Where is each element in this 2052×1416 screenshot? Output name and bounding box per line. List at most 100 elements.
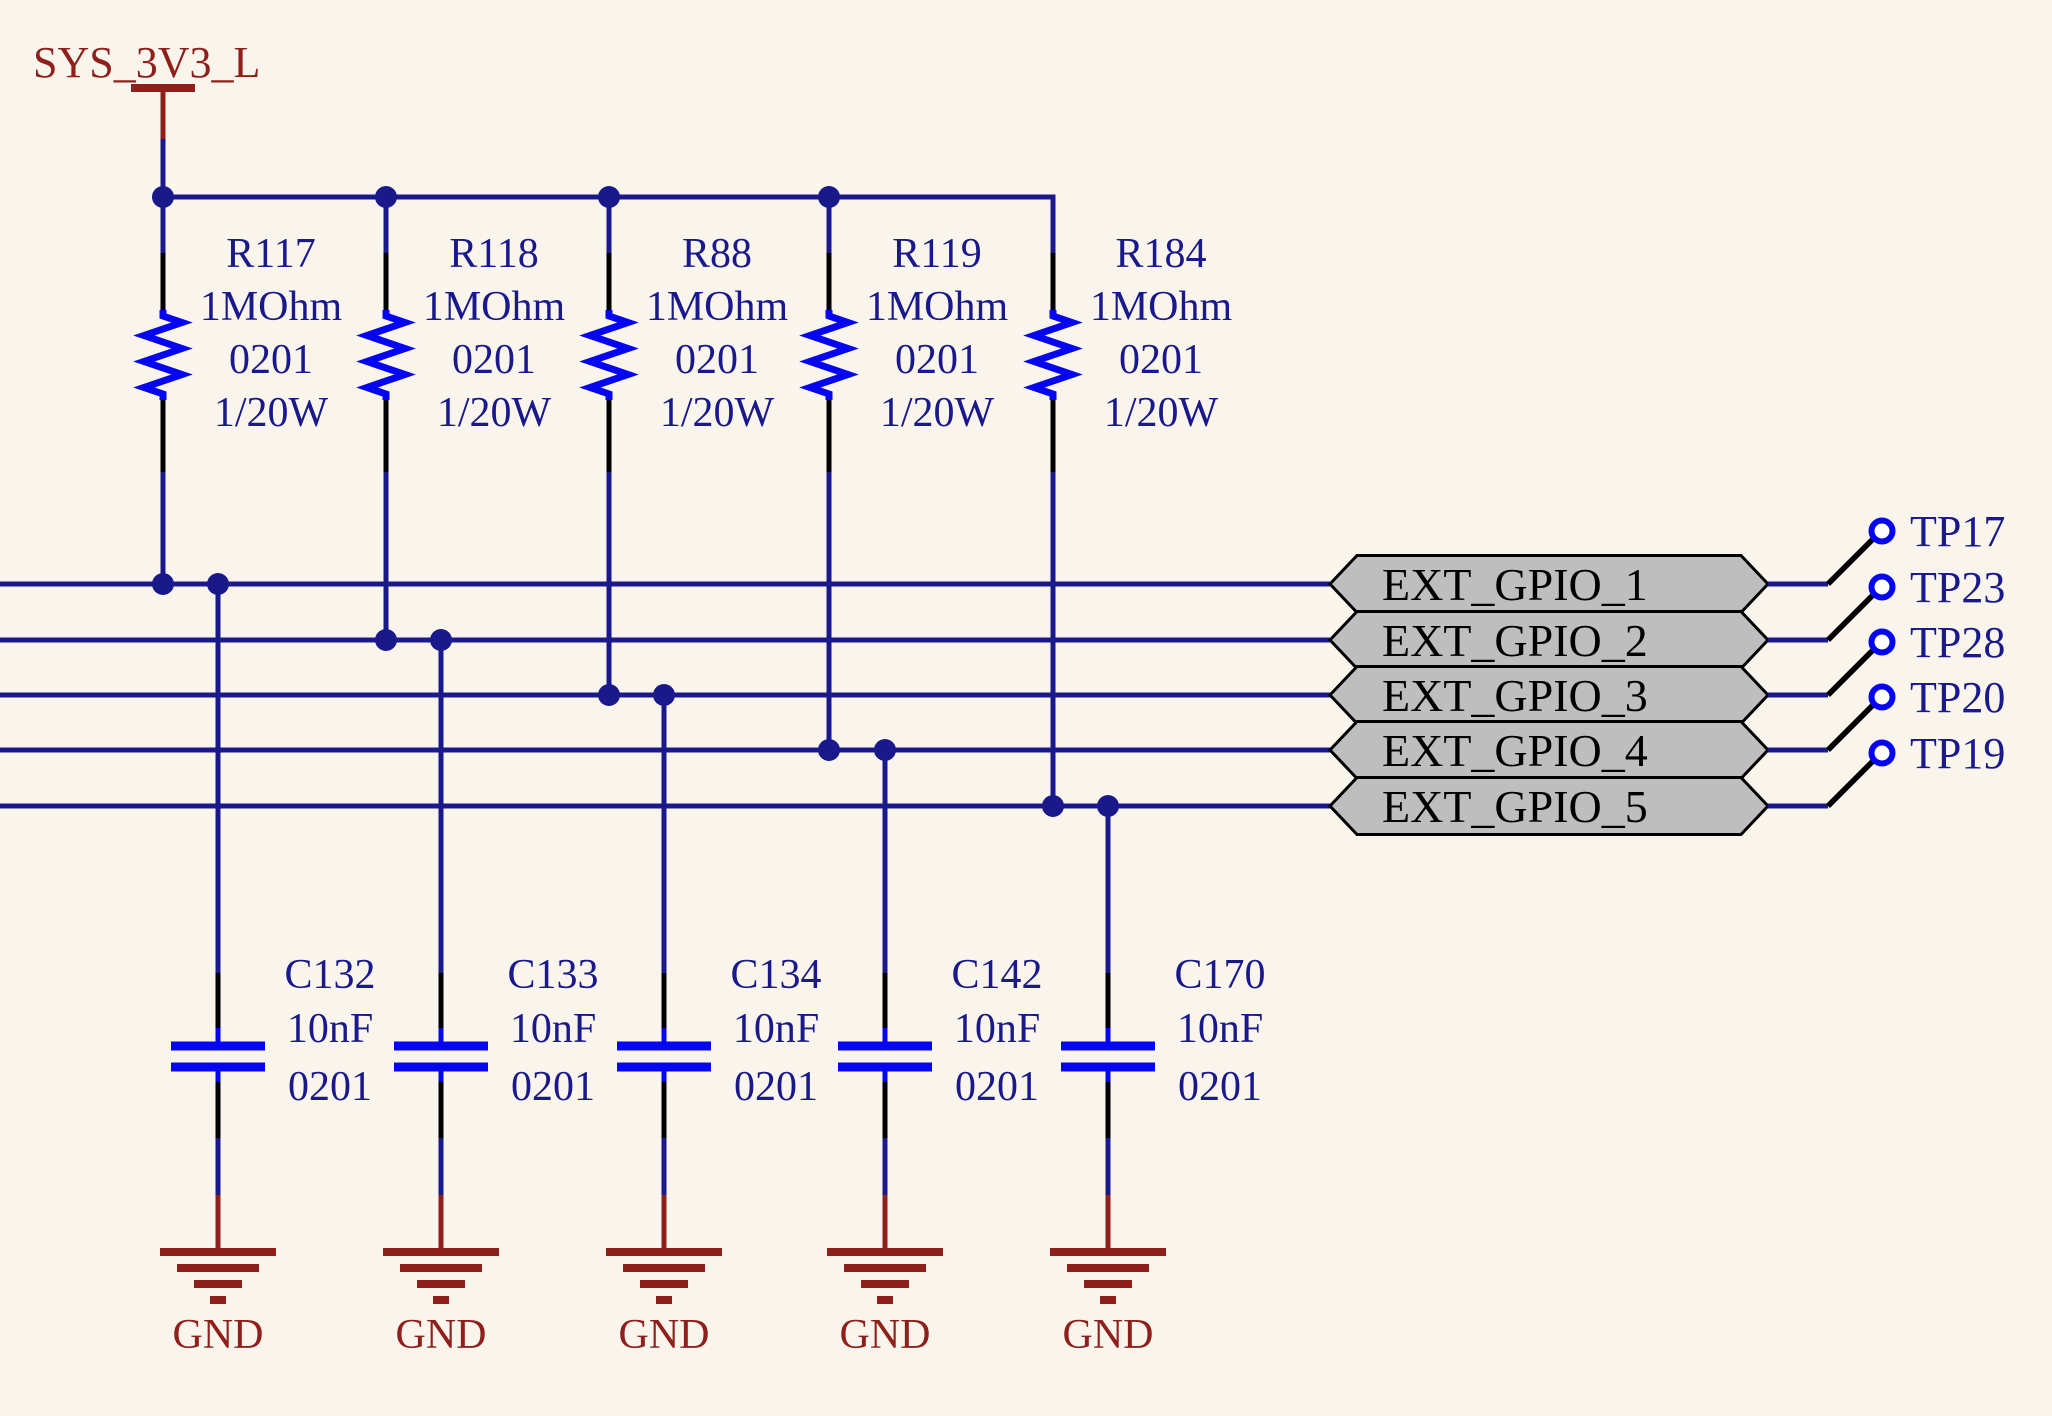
junction-dot [152,186,174,208]
testpoint-tp28[interactable]: TP28 [1768,618,2005,698]
resistor-r88[interactable]: R88 1MOhm 0201 1/20W [579,231,788,474]
testpoint-lead [1826,536,1876,586]
capacitor-ref: C170 [1174,952,1265,998]
net-label-ext-gpio-3[interactable]: EXT_GPIO_3 [1327,665,1771,725]
resistor-ref: R184 [1115,231,1206,277]
net-label-text: EXT_GPIO_3 [1382,670,1648,721]
net-label-ext-gpio-5[interactable]: EXT_GPIO_5 [1327,776,1771,836]
gnd-symbol-3[interactable]: GND [606,1195,722,1358]
capacitor-c134[interactable]: C134 10nF 0201 [617,952,822,1140]
testpoint-tp19[interactable]: TP19 [1768,729,2005,809]
resistor-ref: R119 [892,231,981,277]
capacitor-value: 10nF [733,1006,819,1052]
gnd-label: GND [619,1312,710,1358]
capacitor-ref: C132 [284,952,375,998]
resistor-zigzag-icon [133,310,193,400]
resistor-r118[interactable]: R118 1MOhm 0201 1/20W [356,231,565,474]
capacitor-c142[interactable]: C142 10nF 0201 [838,952,1043,1140]
net-label-ext-gpio-2[interactable]: EXT_GPIO_2 [1327,610,1771,670]
gnd-label: GND [173,1312,264,1358]
net-label-text: EXT_GPIO_1 [1382,559,1648,610]
junction-dot [1097,795,1119,817]
testpoint-tp17[interactable]: TP17 [1768,507,2005,587]
resistor-rating: 1/20W [880,390,995,436]
capacitor-package: 0201 [1178,1064,1262,1110]
testpoint-lead [1826,647,1876,697]
net-label-text: EXT_GPIO_2 [1382,615,1648,666]
testpoint-lead [1826,592,1876,642]
testpoint-lead [1826,702,1876,752]
junction-dot [430,629,452,651]
gnd-label: GND [840,1312,931,1358]
testpoint-lead [1826,758,1876,808]
resistor-r119[interactable]: R119 1MOhm 0201 1/20W [799,231,1009,474]
junction-dot [818,739,840,761]
gnd-symbol-1[interactable]: GND [160,1195,276,1358]
resistor-value: 1MOhm [200,284,343,330]
net-label-text: EXT_GPIO_4 [1382,725,1648,776]
capacitor-ref: C134 [730,952,821,998]
net-label-text: EXT_GPIO_5 [1382,781,1648,832]
resistor-rating: 1/20W [1104,390,1219,436]
junction-dot [1042,795,1064,817]
resistor-rating: 1/20W [214,390,329,436]
capacitor-c132[interactable]: C132 10nF 0201 [171,952,376,1140]
resistor-rating: 1/20W [660,390,775,436]
capacitor-package: 0201 [955,1064,1039,1110]
gnd-label: GND [1063,1312,1154,1358]
capacitor-ref: C133 [507,952,598,998]
testpoint-pad-icon [1868,739,1896,767]
junction-dot [598,684,620,706]
capacitor-value: 10nF [1177,1006,1263,1052]
wire-power-rail[interactable] [163,194,1056,255]
gnd-symbol-4[interactable]: GND [827,1195,943,1358]
junction-dot [207,573,229,595]
capacitor-value: 10nF [510,1006,596,1052]
junction-dot [818,186,840,208]
testpoint-pad-icon [1868,628,1896,656]
testpoint-tp23[interactable]: TP23 [1768,563,2005,643]
resistor-r117[interactable]: R117 1MOhm 0201 1/20W [133,231,343,474]
resistor-value: 1MOhm [866,284,1009,330]
capacitor-value: 10nF [954,1006,1040,1052]
capacitor-c170[interactable]: C170 10nF 0201 [1061,952,1266,1140]
junction-dot [653,684,675,706]
resistor-ref: R118 [449,231,538,277]
testpoint-label: TP17 [1910,507,2005,556]
junction-dot [874,739,896,761]
junction-dot [152,573,174,595]
junction-dot [375,629,397,651]
resistor-zigzag-icon [356,310,416,400]
net-label-ext-gpio-4[interactable]: EXT_GPIO_4 [1327,720,1771,780]
junction-dot [598,186,620,208]
gnd-label: GND [396,1312,487,1358]
junction-dots [152,186,1119,817]
resistor-r184[interactable]: R184 1MOhm 0201 1/20W [1023,231,1233,474]
testpoint-tp20[interactable]: TP20 [1768,673,2005,753]
testpoint-pad-icon [1868,683,1896,711]
testpoint-label: TP23 [1910,563,2005,612]
resistor-package: 0201 [229,337,313,383]
capacitor-package: 0201 [734,1064,818,1110]
junction-dot [375,186,397,208]
capacitor-value: 10nF [287,1006,373,1052]
gnd-symbol-5[interactable]: GND [1050,1195,1166,1358]
power-net-label: SYS_3V3_L [33,38,260,87]
resistor-rating: 1/20W [437,390,552,436]
capacitor-package: 0201 [511,1064,595,1110]
capacitor-c133[interactable]: C133 10nF 0201 [394,952,599,1140]
testpoint-pad-icon [1868,573,1896,601]
net-label-ext-gpio-1[interactable]: EXT_GPIO_1 [1327,554,1771,614]
resistor-package: 0201 [452,337,536,383]
resistor-ref: R117 [226,231,315,277]
gnd-symbol-2[interactable]: GND [383,1195,499,1358]
resistor-package: 0201 [1119,337,1203,383]
resistor-zigzag-icon [579,310,639,400]
capacitor-ref: C142 [951,952,1042,998]
resistor-value: 1MOhm [1090,284,1233,330]
resistor-package: 0201 [895,337,979,383]
power-port-sys-3v3-l[interactable]: SYS_3V3_L [33,38,260,141]
testpoint-label: TP28 [1910,618,2005,667]
